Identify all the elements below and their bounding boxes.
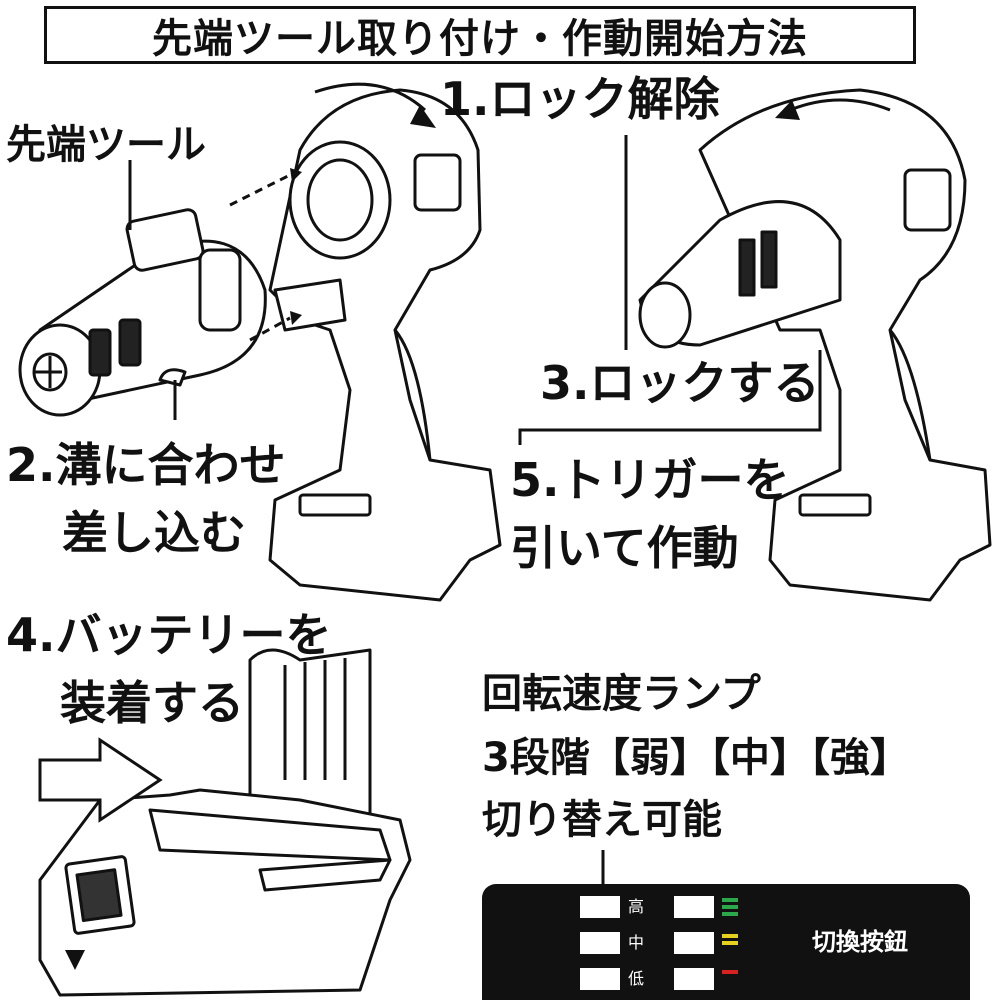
- label-step4-line2: 装着する: [60, 676, 244, 730]
- indicator-right: [674, 932, 714, 954]
- label-step5-line1: 5.トリガーを: [510, 453, 790, 507]
- indicator-left: [580, 932, 620, 954]
- tip-tool-chuck: [18, 208, 267, 417]
- label-step3: 3.ロックする: [540, 356, 820, 410]
- speed-lamp-line1: 回転速度ランプ: [482, 671, 761, 717]
- label-step2-line2: 差し込む: [62, 506, 246, 560]
- page-title-text: 先端ツール取り付け・作動開始方法: [152, 16, 808, 62]
- level-bar: [722, 941, 738, 945]
- indicator-level-label: 中: [628, 933, 645, 952]
- level-bar: [722, 934, 738, 938]
- label-step1: 1.ロック解除: [440, 72, 720, 126]
- indicator-level-label: 低: [628, 969, 645, 988]
- speed-control-panel: 高中低 切換按鈕: [482, 884, 970, 1000]
- indicator-left: [580, 896, 620, 918]
- indicator-right: [674, 968, 714, 990]
- battery-drill: [38, 648, 412, 997]
- indicator-left: [580, 968, 620, 990]
- level-bar: [722, 905, 738, 909]
- unlock-arrow: [314, 82, 426, 112]
- level-bar: [722, 898, 738, 902]
- label-step2-line1: 2.溝に合わせ: [6, 438, 286, 492]
- drill-body-right: [638, 88, 992, 602]
- level-bar: [722, 912, 738, 916]
- switch-button-label: 切換按鈕: [812, 928, 908, 956]
- drill-body-left: [268, 88, 502, 602]
- label-step4-line1: 4.バッテリーを: [6, 608, 332, 662]
- speed-lamp-line3: 切り替え可能: [482, 797, 722, 843]
- page-title: 先端ツール取り付け・作動開始方法: [44, 6, 916, 64]
- lock-arrow: [789, 98, 891, 112]
- label-step5-line2: 引いて作動: [510, 521, 739, 575]
- level-bar: [722, 970, 738, 974]
- speed-lamp-line2: 3段階【弱】【中】【強】: [482, 735, 910, 781]
- indicator-level-label: 高: [628, 897, 645, 916]
- insert-arrow: [38, 737, 163, 823]
- label-tip-tool: 先端ツール: [6, 122, 206, 168]
- indicator-right: [674, 896, 714, 918]
